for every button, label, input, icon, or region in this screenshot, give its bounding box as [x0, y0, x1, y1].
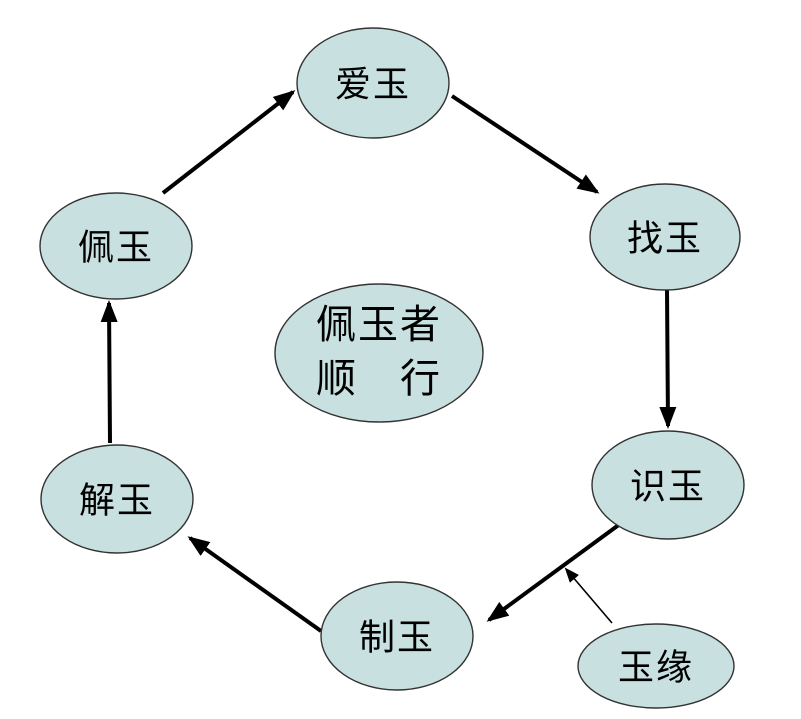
node-shi-yu: 识玉 [591, 430, 745, 540]
node-ai-yu-ellipse [296, 27, 450, 139]
node-yu-yuan: 玉缘 [577, 623, 735, 709]
arrow-jieyu-to-peiyu [100, 300, 118, 444]
node-zhao-yu-label: 找玉 [627, 219, 703, 260]
node-jie-yu-ellipse [40, 444, 194, 554]
node-center-ellipse [274, 283, 484, 423]
arrow-zhaoyu-to-shiyu [659, 288, 677, 429]
node-center-line1: 佩玉者 [316, 302, 442, 348]
node-zhao-yu: 找玉 [589, 183, 741, 291]
node-yu-yuan-label: 玉缘 [618, 648, 694, 689]
node-shi-yu-ellipse [591, 430, 745, 540]
arrow-aiyu-to-zhaoyu [450, 94, 600, 194]
node-pei-yu: 佩玉 [39, 192, 193, 300]
arrow-zhiyu-to-jieyu [187, 536, 323, 633]
node-zhi-yu-ellipse [320, 581, 474, 691]
node-shi-yu-label: 识玉 [630, 467, 706, 508]
node-zhao-yu-ellipse [589, 183, 741, 291]
node-pei-yu-label: 佩玉 [78, 228, 154, 269]
node-center-line2: 顺 行 [316, 356, 442, 402]
arrow-yuyuan-annotation [564, 567, 613, 624]
node-ai-yu-label: 爱玉 [335, 65, 411, 106]
arrow-shiyu-to-zhiyu [486, 522, 622, 622]
node-zhi-yu: 制玉 [320, 581, 474, 691]
node-center: 佩玉者 顺 行 [274, 283, 484, 423]
arrow-peiyu-to-aiyu [161, 90, 296, 195]
node-pei-yu-ellipse [39, 192, 193, 300]
node-ai-yu: 爱玉 [296, 27, 450, 139]
node-jie-yu: 解玉 [40, 444, 194, 554]
node-jie-yu-label: 解玉 [79, 481, 155, 522]
node-zhi-yu-label: 制玉 [359, 618, 435, 659]
node-yu-yuan-ellipse [577, 623, 735, 709]
